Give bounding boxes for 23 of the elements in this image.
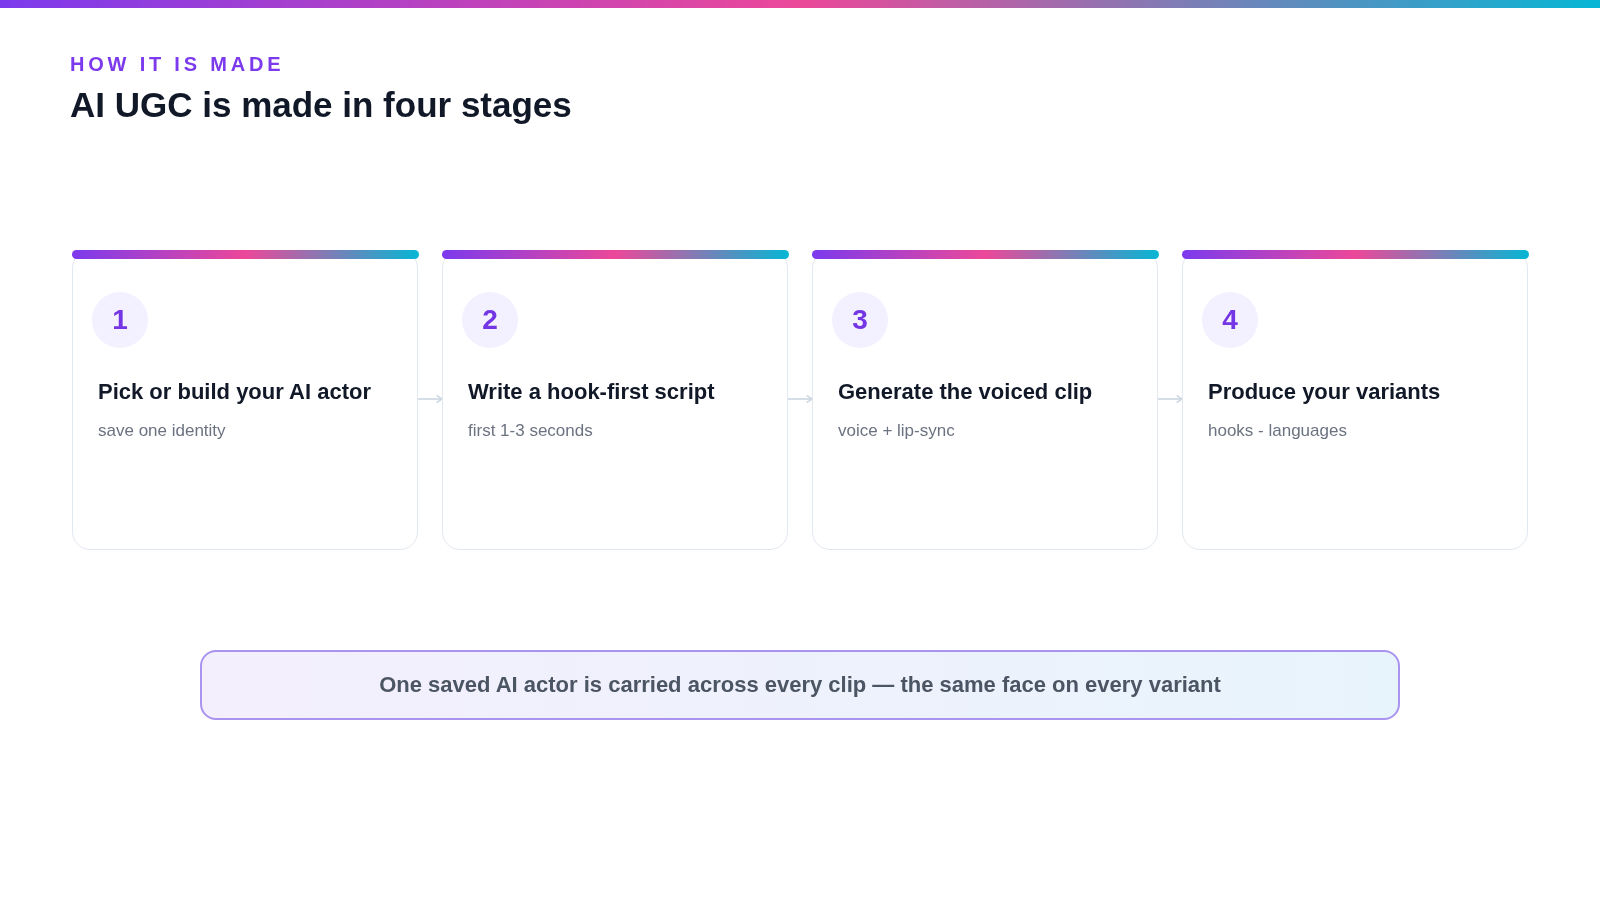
step-card — [442, 250, 788, 550]
step-number: 3 — [852, 304, 868, 336]
step-title: Generate the voiced clip — [838, 378, 1094, 406]
step-number: 4 — [1222, 304, 1238, 336]
banner-text: One saved AI actor is carried across every clip — the same face on every variant — [379, 671, 1221, 699]
step-card — [72, 250, 418, 550]
step-title: Write a hook-first script — [468, 378, 716, 406]
step-title: Produce your variants — [1208, 378, 1442, 406]
summary-banner — [200, 650, 1400, 720]
arrow — [1157, 394, 1183, 404]
step-subtitle: voice + lip-sync — [838, 420, 956, 442]
arrow — [417, 394, 443, 404]
step-subtitle: save one identity — [98, 420, 227, 442]
step-subtitle: first 1-3 seconds — [468, 420, 594, 442]
step-number: 1 — [112, 304, 128, 336]
page-title: AI UGC is made in four stages — [70, 84, 572, 126]
step-card — [1182, 250, 1528, 550]
step-number: 2 — [482, 304, 498, 336]
eyebrow-label: HOW IT IS MADE — [70, 52, 285, 76]
arrow — [787, 394, 813, 404]
step-title: Pick or build your AI actor — [98, 378, 372, 406]
step-subtitle: hooks - languages — [1208, 420, 1348, 442]
step-card — [812, 250, 1158, 550]
